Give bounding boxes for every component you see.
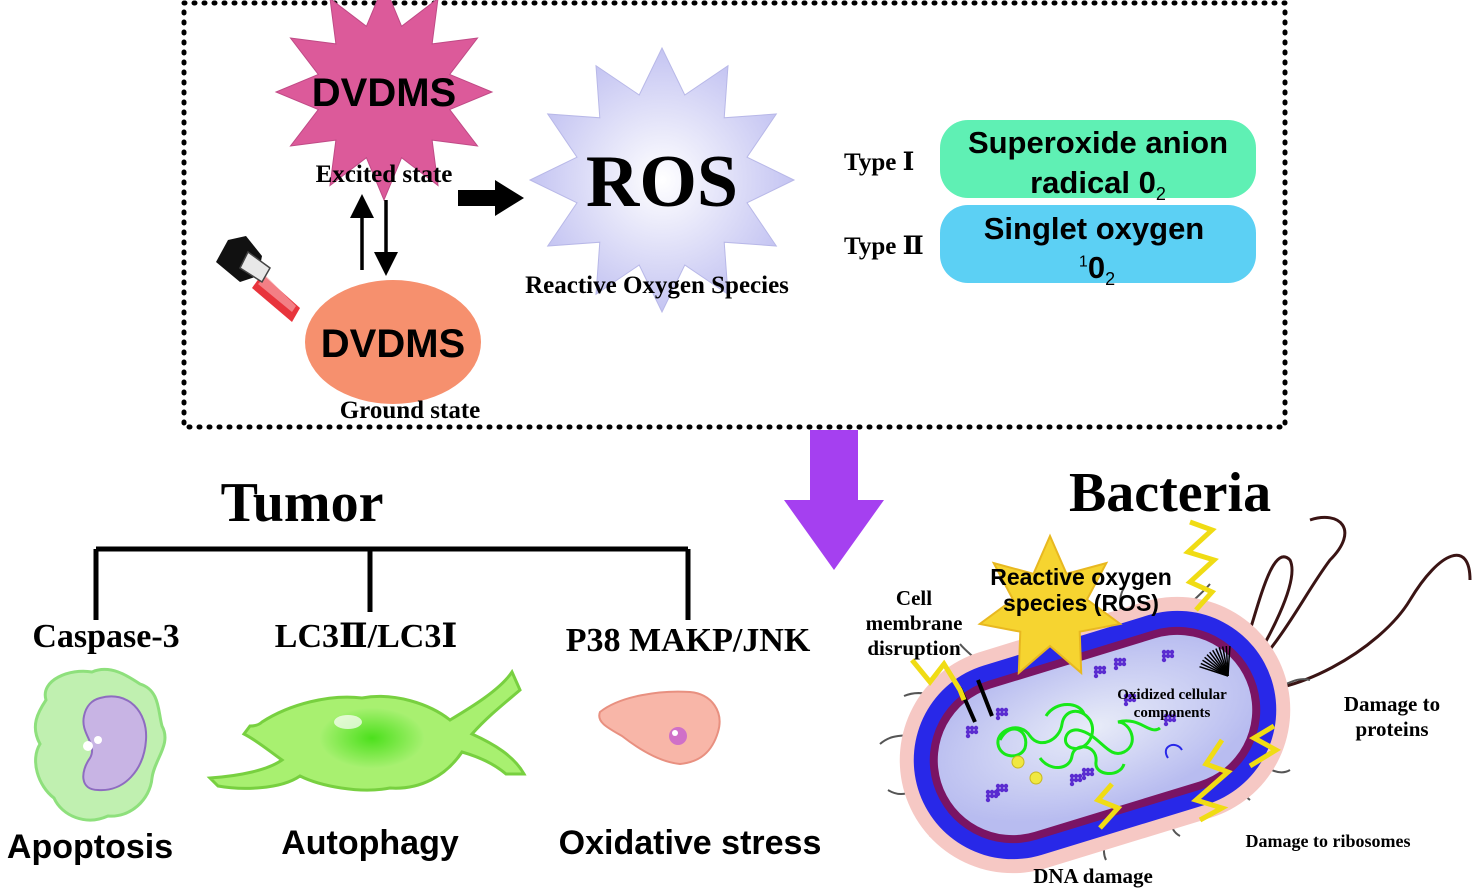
tumor-title: Tumor: [220, 472, 384, 534]
apoptosis-cell-icon: [33, 667, 167, 822]
proteins-label: Damage to proteins: [1343, 692, 1441, 742]
type1-line2-sub: 2: [1155, 184, 1166, 205]
oxidative-stress-cell-icon: [598, 690, 721, 766]
bacteria-ros-label: Reactive oxygen species (ROS): [990, 564, 1172, 617]
type1-box: [940, 120, 1256, 198]
type2-box: [940, 205, 1256, 283]
oxidative-stress-label: Oxidative stress: [558, 824, 822, 862]
transition-arrows: [350, 194, 398, 276]
ground-dvdms-label: DVDMS: [320, 322, 466, 366]
excited-state-star: [274, 0, 494, 202]
oxidized-label: Oxidized cellular components: [1117, 687, 1227, 721]
type2-line2-sub: 2: [1105, 269, 1116, 290]
tumor-tree: [93, 546, 691, 620]
type2-line2-text: 0: [1087, 250, 1106, 285]
process-frame: [181, 0, 1288, 430]
type1-label: Type Ⅰ: [844, 149, 915, 176]
lc3-label: LC3Ⅱ/LC3Ⅰ: [274, 618, 458, 655]
ground-state-caption: Ground state: [339, 397, 481, 424]
excited-state-caption: Excited state: [315, 161, 453, 188]
type2-line2: 102: [1079, 252, 1115, 288]
ros-label: ROS: [585, 141, 739, 223]
type1-line1: Superoxide anion: [967, 125, 1229, 160]
dna-damage-label: DNA damage: [1033, 864, 1153, 888]
ros-star: [528, 46, 796, 314]
bacteria-ros-star: [977, 533, 1123, 676]
bacteria-title: Bacteria: [1068, 462, 1272, 524]
down-arrow: [784, 430, 884, 570]
type2-line1: Singlet oxygen: [983, 211, 1205, 246]
caspase-label: Caspase-3: [32, 618, 180, 655]
to-ros-arrow: [458, 180, 524, 216]
apoptosis-label: Apoptosis: [6, 828, 174, 866]
type2-label: Type Ⅱ: [844, 233, 924, 260]
ros-caption: Reactive Oxygen Species: [525, 272, 789, 299]
p38-label: P38 MAKP/JNK: [565, 622, 811, 659]
bacterium-icon: [879, 515, 1472, 874]
type2-line2-sup: 1: [1078, 253, 1088, 271]
autophagy-cell-icon: [206, 668, 527, 792]
laser-icon: [216, 236, 300, 322]
autophagy-label: Autophagy: [281, 824, 459, 862]
ribosomes-label: Damage to ribosomes: [1245, 831, 1411, 851]
excited-dvdms-label: DVDMS: [311, 71, 457, 115]
membrane-label: Cell membrane disruption: [865, 586, 963, 661]
type1-line2-text: radical 0: [1030, 165, 1156, 200]
type1-line2: radical 02: [1030, 167, 1166, 203]
damage-lightning: [910, 519, 1281, 830]
ground-state-ellipse: [305, 280, 481, 404]
